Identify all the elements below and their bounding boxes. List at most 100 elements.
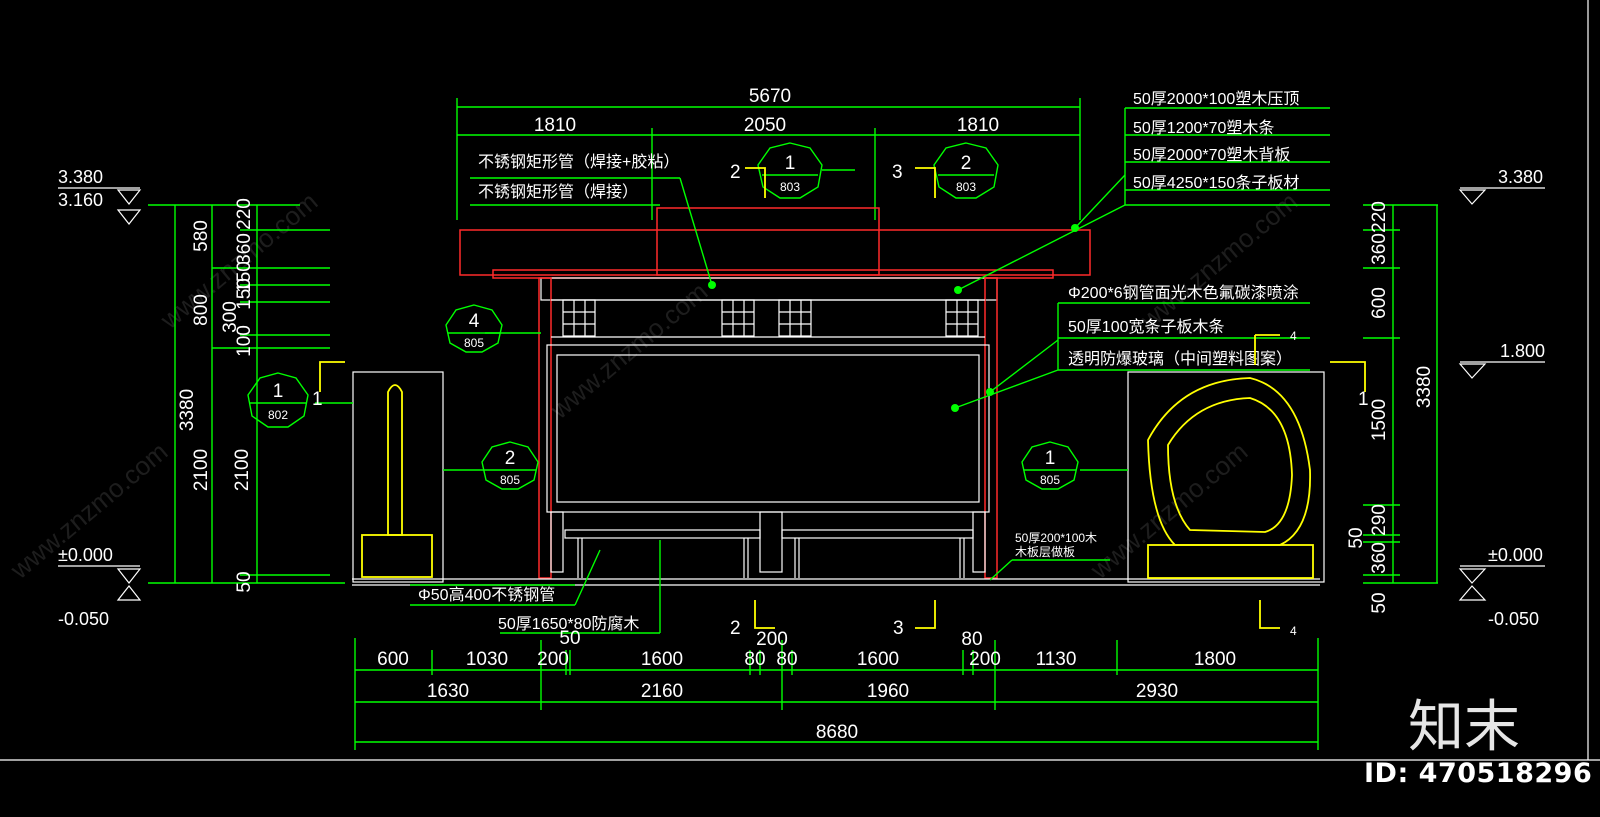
dim-left-small-2: 150 xyxy=(234,261,255,293)
dim-left-small-5: 100 xyxy=(234,325,255,357)
svg-text:805: 805 xyxy=(1040,473,1060,487)
level-right-bottom: -0.050 xyxy=(1488,609,1539,629)
detail-tag-1-803: 1 803 xyxy=(757,142,823,199)
dim-bot-r1-6: 1600 xyxy=(857,649,899,670)
section-marks: 2 3 1 4 1 2 3 4 xyxy=(312,162,1369,639)
dim-bot-r1-1: 1030 xyxy=(466,649,508,670)
dim-left-small-4: 300 xyxy=(220,301,241,333)
image-id-label: ID: 470518296 xyxy=(1364,758,1593,789)
dim-bot-extra-1: 200 xyxy=(756,629,788,650)
dim-bot-r1-4: 80 xyxy=(744,649,765,670)
detail-tag-1-805: 1 805 xyxy=(1021,441,1079,490)
note-b3b: 木板层做板 xyxy=(1015,544,1075,559)
dim-top-right: 1810 xyxy=(957,115,999,136)
dim-bot-r1-2: 200 xyxy=(537,649,569,670)
note-r2: 50厚1200*70塑木条 xyxy=(1133,119,1274,137)
dim-left-small-1: 360 xyxy=(234,233,255,265)
dim-bot-r1-3: 1600 xyxy=(641,649,683,670)
level-left-top2: 3.160 xyxy=(58,190,103,210)
dim-top-overall: 5670 xyxy=(749,86,791,107)
svg-text:805: 805 xyxy=(500,473,520,487)
level-left-top1: 3.380 xyxy=(58,167,103,187)
svg-text:4: 4 xyxy=(1290,329,1297,343)
dim-left-upper-b: 800 xyxy=(191,294,212,326)
svg-text:805: 805 xyxy=(464,336,484,350)
dim-top-left: 1810 xyxy=(534,115,576,136)
svg-text:802: 802 xyxy=(268,408,288,422)
note-r4: 50厚4250*150条子板材 xyxy=(1133,174,1299,192)
note-b3a: 50厚200*100木 xyxy=(1015,531,1097,545)
dim-bot-overall: 8680 xyxy=(816,722,858,743)
right-levels: 3.380 1.800 ±0.000 -0.050 xyxy=(1458,167,1545,629)
dim-bot-r2-0: 1630 xyxy=(427,681,469,702)
detail-tag-1-802: 1 802 xyxy=(247,372,309,428)
svg-text:1: 1 xyxy=(273,381,284,402)
svg-text:2: 2 xyxy=(961,153,972,174)
svg-text:803: 803 xyxy=(956,180,976,194)
note-pipe1: 不锈钢矩形管（焊接+胶粘） xyxy=(478,153,679,171)
right-vertical-dims: 220 360 600 1500 290 50 360 50 3380 xyxy=(1346,201,1438,614)
dim-left-small-3: 150 xyxy=(234,278,255,310)
note-r7: 透明防爆玻璃（中间塑料图案） xyxy=(1068,349,1292,368)
dim-bot-r1-8: 1130 xyxy=(1036,649,1077,670)
dim-left-inner: 2100 xyxy=(191,449,212,491)
bottom-dimensions: 600 1030 200 1600 80 80 1600 200 1130 18… xyxy=(354,628,1319,750)
note-r5: Φ200*6钢管面光木色氟碳漆喷涂 xyxy=(1068,284,1299,302)
dim-right-outer: 3380 xyxy=(1414,366,1435,408)
dim-left-outer: 3380 xyxy=(177,389,198,431)
note-r6: 50厚100宽条子板木条 xyxy=(1068,318,1225,336)
detail-tag-4-805: 4 805 xyxy=(445,304,503,353)
left-levels: 3.380 3.160 ±0.000 -0.050 xyxy=(58,167,142,629)
left-vertical-dims: 3380 2100 2100 580 800 220 360 150 150 3… xyxy=(148,198,345,593)
svg-text:4: 4 xyxy=(1290,624,1297,638)
level-right-top: 3.380 xyxy=(1498,167,1543,187)
left-panel xyxy=(352,371,444,583)
dim-bot-r1-0: 600 xyxy=(377,649,409,670)
dim-left-inner2: 2100 xyxy=(232,449,253,491)
dim-bot-r1-5: 80 xyxy=(776,649,797,670)
note-b2: 50厚1650*80防腐木 xyxy=(498,615,639,633)
callout-dots xyxy=(708,224,1079,412)
dim-left-small-0: 220 xyxy=(234,198,255,230)
dim-right-1: 360 xyxy=(1369,233,1390,265)
svg-text:www.znzmo.com: www.znzmo.com xyxy=(544,276,713,425)
dim-right-5: 50 xyxy=(1346,527,1367,548)
svg-text:2: 2 xyxy=(730,162,741,183)
dim-left-upper-a: 580 xyxy=(191,220,212,252)
dim-right-7: 50 xyxy=(1369,592,1390,613)
svg-text:1: 1 xyxy=(312,389,323,410)
callout-leaders xyxy=(315,107,1330,634)
svg-text:3: 3 xyxy=(893,618,904,639)
note-r3: 50厚2000*70塑木背板 xyxy=(1133,146,1290,164)
svg-text:2: 2 xyxy=(505,448,516,469)
svg-text:1: 1 xyxy=(1045,448,1056,469)
level-left-bottom: -0.050 xyxy=(58,609,109,629)
dim-right-3: 1500 xyxy=(1369,399,1390,441)
note-r1: 50厚2000*100塑木压顶 xyxy=(1133,90,1299,108)
right-panel xyxy=(1127,371,1325,583)
svg-text:1: 1 xyxy=(785,153,796,174)
dim-bot-r1-9: 1800 xyxy=(1194,649,1236,670)
dim-top-mid: 2050 xyxy=(744,115,786,136)
dim-bot-r2-3: 2930 xyxy=(1136,681,1178,702)
brand-watermark: 知末 xyxy=(1408,695,1520,760)
svg-text:4: 4 xyxy=(469,311,480,332)
level-right-mid: 1.800 xyxy=(1500,341,1545,361)
dim-right-0: 220 xyxy=(1369,201,1390,233)
svg-text:2: 2 xyxy=(730,618,741,639)
level-right-zero: ±0.000 xyxy=(1488,545,1543,565)
dim-left-base: 50 xyxy=(234,571,255,592)
dim-bot-r2-2: 1960 xyxy=(867,681,909,702)
svg-text:1: 1 xyxy=(1358,389,1369,410)
detail-tag-2-805: 2 805 xyxy=(443,441,539,490)
dim-bot-extra-2: 80 xyxy=(961,629,982,650)
roof xyxy=(459,207,1091,301)
note-pipe2: 不锈钢矩形管（焊接） xyxy=(478,183,638,201)
dim-right-2: 600 xyxy=(1369,287,1390,319)
note-b1: Φ50高400不锈钢管 xyxy=(418,586,555,604)
dim-bot-extra-0: 50 xyxy=(559,628,580,649)
svg-text:3: 3 xyxy=(892,162,903,183)
dim-right-6: 360 xyxy=(1369,542,1390,574)
